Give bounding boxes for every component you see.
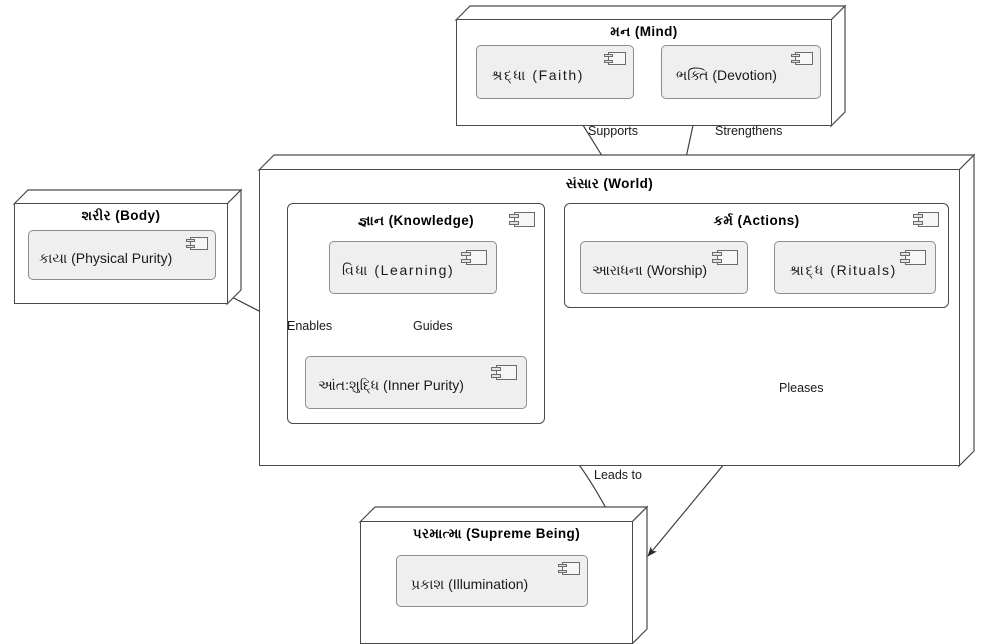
component-icon bbox=[461, 250, 487, 265]
edge-label-strengthens: Strengthens bbox=[715, 124, 783, 138]
edge-label-leads-to: Leads to bbox=[594, 468, 642, 482]
component-icon bbox=[791, 52, 813, 65]
component-faith-label: શ્રદ્ધા (Faith) bbox=[491, 66, 585, 83]
edge-label-supports: Supports bbox=[588, 124, 639, 138]
package-supreme-being[interactable]: પરમાત્મા (Supreme Being) પ્રકાશ (Illumin… bbox=[358, 505, 649, 644]
component-illumination-label: પ્રકાશ (Illumination) bbox=[411, 575, 529, 592]
subpackage-knowledge[interactable]: જ્ઞાન (Knowledge) વિધા (Learning) આંત:શુ… bbox=[287, 203, 545, 424]
component-icon bbox=[712, 250, 738, 265]
component-illumination[interactable]: પ્રકાશ (Illumination) bbox=[396, 555, 588, 607]
package-world[interactable]: સંસાર (World) જ્ઞાન (Knowledge) વિધા (Le… bbox=[257, 153, 976, 468]
package-body-title: શરીર (Body) bbox=[81, 208, 161, 223]
subpackage-actions[interactable]: કર્મ (Actions) આરાધના (Worship) શ્રાદ્ધ … bbox=[564, 203, 949, 308]
subpackage-knowledge-title: જ્ઞાન (Knowledge) bbox=[357, 213, 475, 228]
component-faith[interactable]: શ્રદ્ધા (Faith) bbox=[476, 45, 634, 99]
component-icon bbox=[186, 237, 208, 250]
component-physical-purity-label: કાયા (Physical Purity) bbox=[39, 249, 173, 266]
package-supreme-being-3d bbox=[358, 505, 649, 644]
component-devotion-label: ભક્તિ (Devotion) bbox=[676, 66, 777, 83]
package-supreme-being-title: પરમાત્મા (Supreme Being) bbox=[412, 526, 581, 541]
component-icon bbox=[900, 250, 926, 265]
component-inner-purity[interactable]: આંત:શુદ્ધિ (Inner Purity) bbox=[305, 356, 527, 409]
component-rituals-label: શ્રાદ્ધ (Rituals) bbox=[789, 262, 897, 278]
component-worship-label: આરાધના (Worship) bbox=[592, 262, 708, 278]
package-body[interactable]: શરીર (Body) કાયા (Physical Purity) bbox=[12, 188, 243, 306]
package-mind[interactable]: મન (Mind) શ્રદ્ધા (Faith) ભક્તિ (Devotio… bbox=[454, 4, 847, 128]
component-icon bbox=[604, 52, 626, 65]
edge-label-pleases: Pleases bbox=[779, 381, 824, 395]
component-learning[interactable]: વિધા (Learning) bbox=[329, 241, 497, 294]
edge-label-enables: Enables bbox=[287, 319, 333, 333]
component-icon bbox=[913, 212, 939, 227]
subpackage-actions-title: કર્મ (Actions) bbox=[713, 213, 800, 228]
component-worship[interactable]: આરાધના (Worship) bbox=[580, 241, 748, 294]
package-mind-title: મન (Mind) bbox=[610, 24, 678, 39]
component-devotion[interactable]: ભક્તિ (Devotion) bbox=[661, 45, 821, 99]
component-rituals[interactable]: શ્રાદ્ધ (Rituals) bbox=[774, 241, 936, 294]
edge-label-guides: Guides bbox=[413, 319, 453, 333]
component-learning-label: વિધા (Learning) bbox=[342, 262, 455, 278]
component-icon bbox=[491, 365, 517, 380]
component-physical-purity[interactable]: કાયા (Physical Purity) bbox=[28, 230, 216, 280]
component-icon bbox=[509, 212, 535, 227]
package-world-title: સંસાર (World) bbox=[565, 176, 654, 191]
component-icon bbox=[558, 562, 580, 575]
component-inner-purity-label: આંત:શુદ્ધિ (Inner Purity) bbox=[318, 377, 464, 393]
